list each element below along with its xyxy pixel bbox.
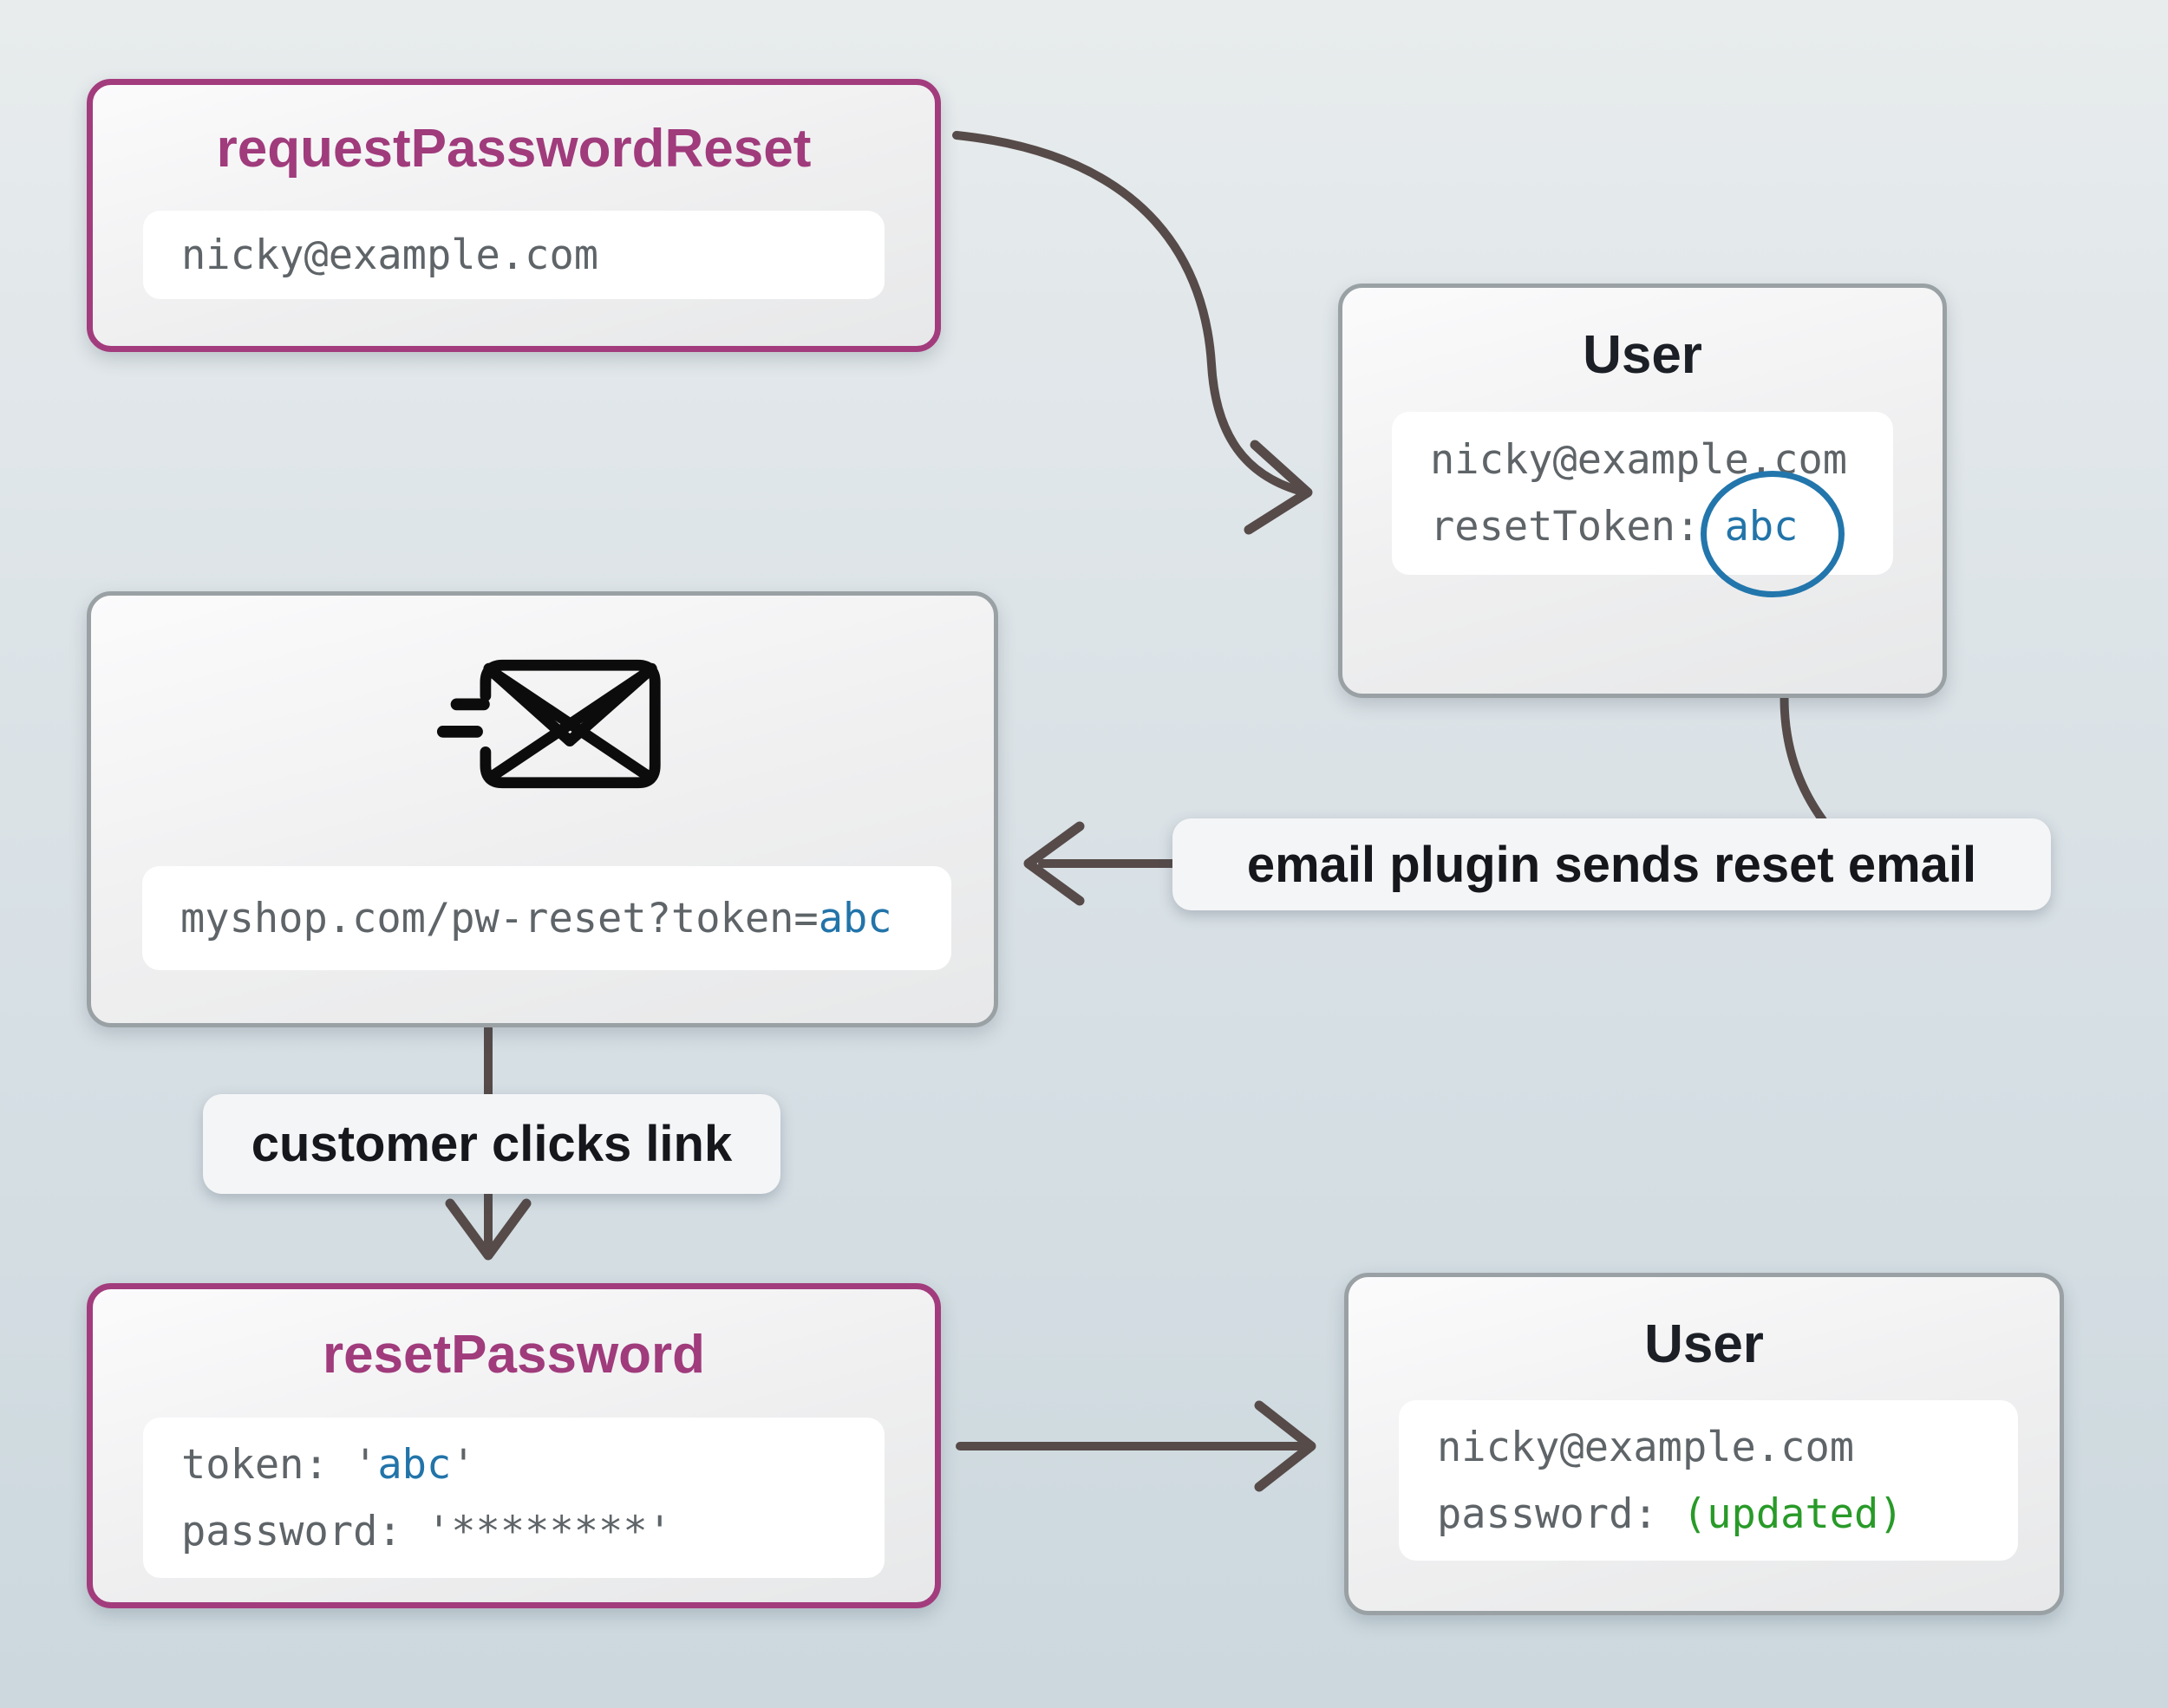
user-bottom-title: User [1644, 1314, 1764, 1374]
reset-url: myshop.com/pw-reset?token=abc [180, 898, 913, 939]
token-prefix: token: ' [181, 1440, 378, 1489]
user-top-title: User [1583, 325, 1702, 385]
arrow-request-to-user [952, 131, 1313, 535]
request-password-reset-title: requestPasswordReset [216, 119, 812, 179]
reset-token-key: resetToken: [1430, 503, 1725, 551]
reset-password-title: resetPassword [322, 1325, 706, 1385]
email-plugin-label-text: email plugin sends reset email [1246, 836, 1977, 893]
arrow-reset-to-user [956, 1400, 1316, 1492]
reset-email-node: myshop.com/pw-reset?token=abc [87, 591, 998, 1027]
user-bottom-email: nicky@example.com [1437, 1423, 1855, 1471]
email-value: nicky@example.com [181, 231, 599, 279]
reset-password-args-field: token: 'abc' password: '********' [143, 1418, 885, 1578]
token-suffix: ' [451, 1440, 476, 1489]
reset-url-field: myshop.com/pw-reset?token=abc [142, 866, 951, 970]
email-input-field: nicky@example.com [143, 211, 885, 299]
reset-password-node: resetPassword token: 'abc' password: '**… [87, 1283, 941, 1608]
request-password-reset-node: requestPasswordReset nicky@example.com [87, 79, 941, 352]
token-highlight-ellipse [1701, 471, 1845, 597]
customer-clicks-link-text: customer clicks link [251, 1116, 733, 1172]
user-bottom-record-field: nicky@example.com password: (updated) [1399, 1400, 2018, 1561]
customer-clicks-link-label: customer clicks link [203, 1094, 780, 1194]
email-plugin-label: email plugin sends reset email [1172, 818, 2051, 910]
password-line: password: '********' [181, 1507, 672, 1555]
token-value: abc [377, 1440, 452, 1489]
reset-url-prefix: myshop.com/pw-reset?token= [180, 894, 819, 942]
reset-url-token: abc [818, 894, 892, 942]
password-value: (updated) [1682, 1490, 1904, 1538]
user-bottom-password-line: password: (updated) [1437, 1494, 1980, 1535]
send-email-icon [434, 649, 668, 799]
arrow-label-to-email-box [1023, 821, 1177, 906]
user-record-node-top: User nicky@example.com resetToken: abc [1338, 284, 1947, 698]
token-line: token: 'abc' [181, 1444, 846, 1485]
user-record-node-bottom: User nicky@example.com password: (update… [1344, 1273, 2064, 1615]
password-key: password: [1437, 1490, 1682, 1538]
